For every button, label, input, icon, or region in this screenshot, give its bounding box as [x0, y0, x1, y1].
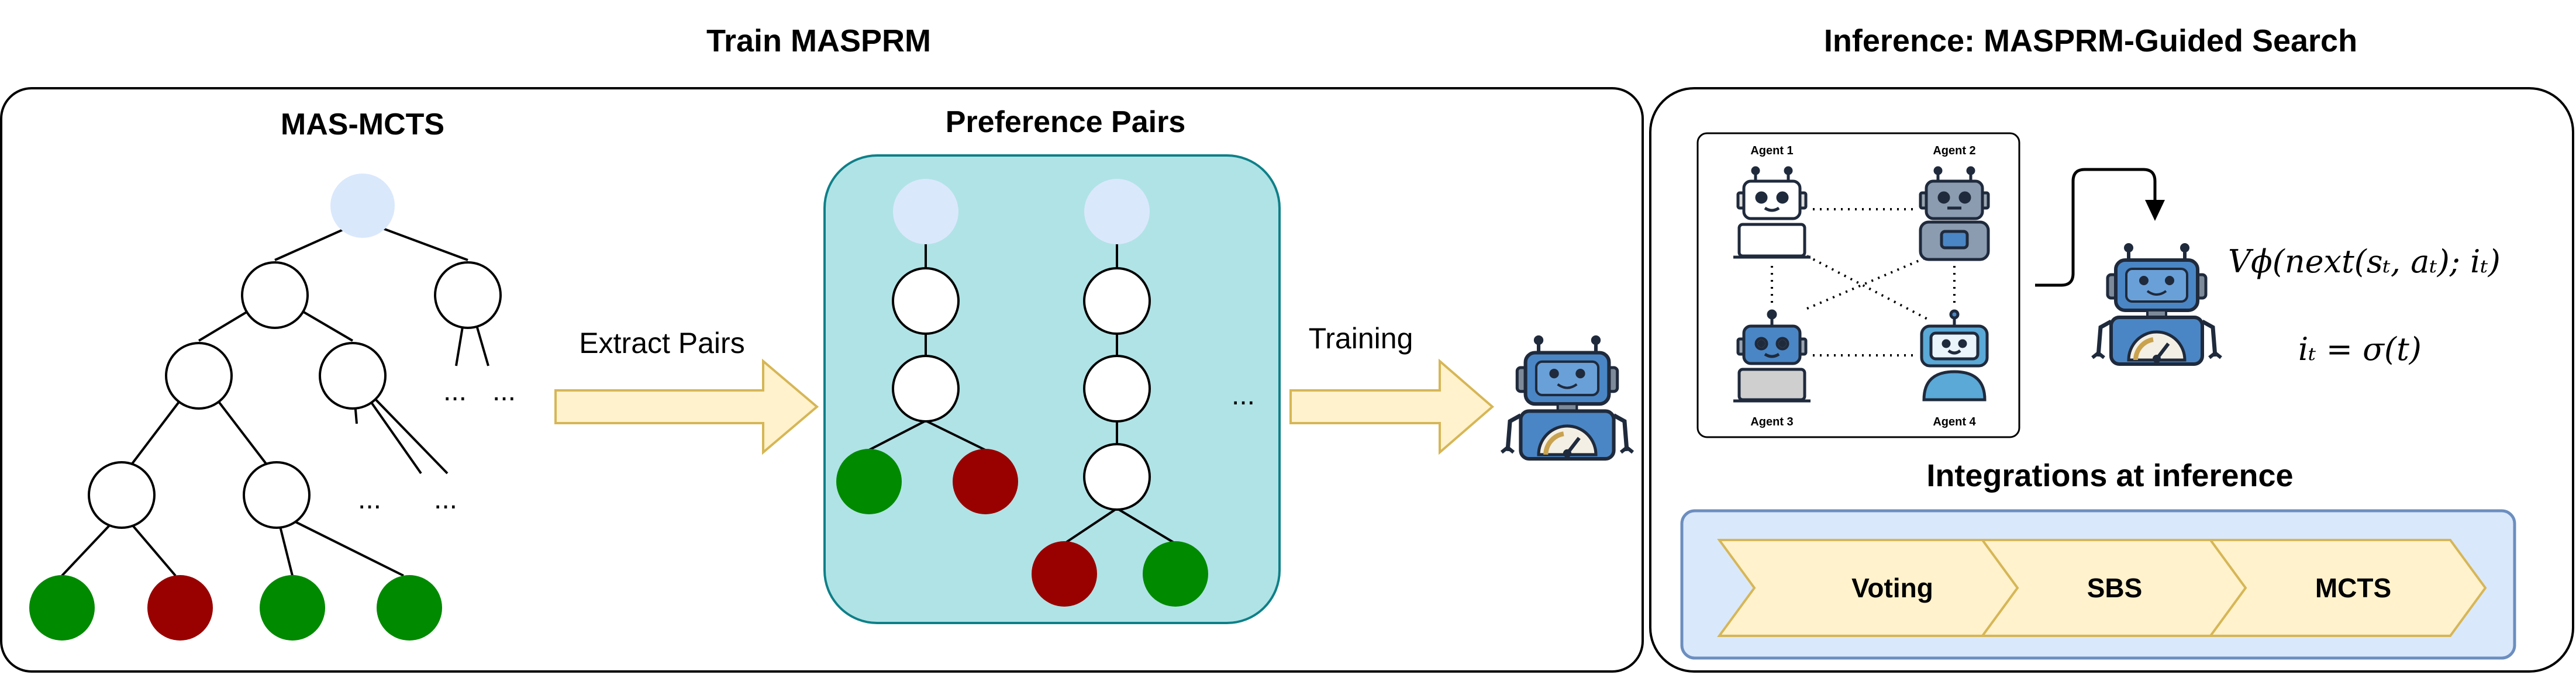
agent-4-label: Agent 4 — [1933, 416, 1976, 428]
mas-mcts-title: MAS-MCTS — [281, 108, 444, 141]
pair-leaf-good — [1143, 541, 1208, 607]
tree-node — [241, 261, 309, 329]
tree-root-node — [330, 174, 395, 238]
laptop-icon — [1737, 368, 1806, 401]
inference-title: Inference: MASPRM-Guided Search — [1824, 23, 2357, 58]
tree-node — [165, 342, 233, 410]
agent-4-robot-icon — [1920, 309, 1989, 401]
pair-leaf-bad — [1032, 541, 1097, 607]
train-title: Train MASPRM — [706, 23, 931, 58]
chevron-mcts — [2208, 539, 2487, 637]
chat-bubble-icon — [1940, 230, 1969, 250]
agent-3-robot-icon — [1733, 309, 1811, 403]
tree-leaf-good — [29, 575, 95, 641]
pair-node — [892, 355, 960, 423]
pair-tree-nodes — [836, 179, 1208, 607]
tree-leaf-good — [260, 575, 325, 641]
pair-tree-edges — [868, 243, 1177, 545]
pair-node — [1083, 267, 1151, 335]
pair-node — [1083, 443, 1151, 511]
preference-pairs-title: Preference Pairs — [946, 105, 1186, 139]
chevron-mcts-label: MCTS — [2315, 573, 2391, 603]
tree-ellipsis: ... — [358, 484, 381, 515]
tree-node — [243, 461, 311, 529]
training-arrow — [1289, 358, 1495, 455]
mcts-tree-nodes — [29, 174, 502, 641]
value-formula: Vϕ(next(sₜ, aₜ); iₜ) — [2228, 243, 2501, 280]
agent-2-robot-icon — [1919, 166, 1990, 261]
pair-leaf-good — [836, 449, 902, 514]
tree-ellipsis: ... — [492, 376, 516, 407]
pairs-ellipsis: ... — [1232, 380, 1255, 411]
tree-leaf-bad — [147, 575, 213, 641]
tree-leaf-good — [377, 575, 442, 641]
agent-3-label: Agent 3 — [1750, 416, 1793, 428]
pair-root-node — [1084, 179, 1150, 244]
integrations-title: Integrations at inference — [1926, 458, 2293, 493]
training-label: Training — [1309, 322, 1413, 355]
chevron-voting-label: Voting — [1851, 573, 1933, 603]
agent-connections — [1771, 208, 1956, 356]
laptop-icon — [1737, 223, 1806, 258]
train-panel — [0, 87, 1644, 673]
index-formula: iₜ = σ(t) — [2298, 331, 2422, 368]
tree-node — [319, 342, 387, 410]
agent-1-label: Agent 1 — [1750, 144, 1793, 157]
pair-root-node — [893, 179, 958, 244]
extract-pairs-label: Extract Pairs — [579, 327, 744, 359]
tree-ellipsis: ... — [443, 376, 467, 407]
chevron-sbs-label: SBS — [2087, 573, 2143, 603]
tree-ellipsis: ... — [434, 484, 457, 515]
agent-1-robot-icon — [1733, 166, 1811, 259]
pair-node — [892, 267, 960, 335]
chevron-track — [1717, 539, 2487, 637]
extract-pairs-arrow — [554, 358, 819, 455]
pair-node — [1083, 355, 1151, 423]
agent-2-label: Agent 2 — [1933, 144, 1975, 157]
loop-arrow-icon — [2035, 168, 2157, 287]
tree-node — [434, 261, 502, 329]
tree-node — [88, 461, 156, 529]
loop-arrow-head-icon — [2145, 200, 2165, 221]
pair-leaf-bad — [953, 449, 1018, 514]
